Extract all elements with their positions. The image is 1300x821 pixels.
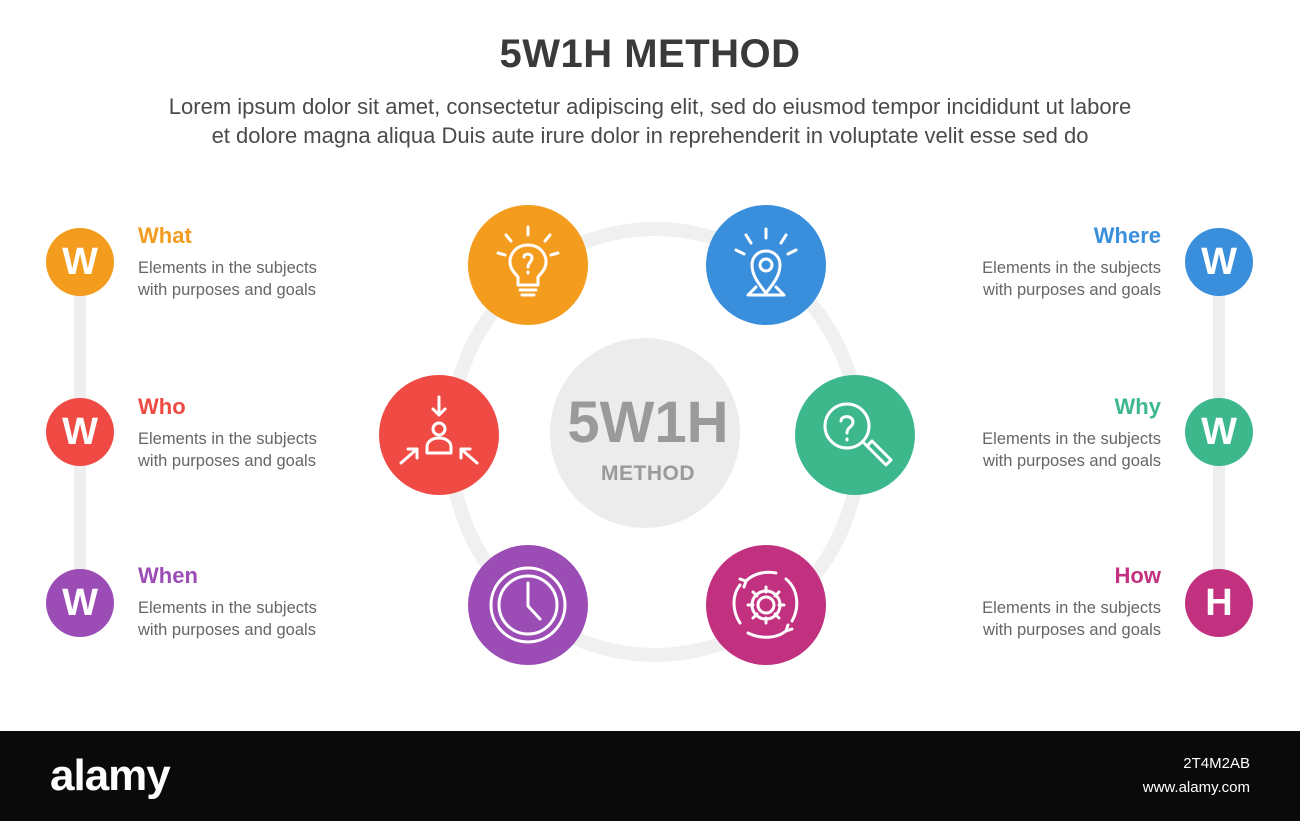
item-desc-line: with purposes and goals	[983, 621, 1161, 639]
question-magnifier-icon	[823, 402, 893, 467]
letter-badge-what: W	[46, 228, 114, 296]
page-title: 5W1H METHOD	[499, 32, 801, 76]
item-desc-line: with purposes and goals	[138, 452, 316, 470]
item-desc-line: with purposes and goals	[138, 281, 316, 299]
item-desc-how: Elements in the subjects with purposes a…	[921, 597, 1161, 641]
item-desc-who: Elements in the subjects with purposes a…	[138, 428, 378, 472]
item-title-where: Where	[1093, 223, 1161, 248]
node-what	[468, 205, 588, 325]
node-how	[706, 545, 826, 665]
node-where	[706, 205, 826, 325]
node-why	[795, 375, 915, 495]
item-title-why: Why	[1114, 394, 1161, 419]
item-desc-line: with purposes and goals	[138, 621, 316, 639]
item-desc-what: Elements in the subjects with purposes a…	[138, 257, 378, 301]
item-title-who: Who	[138, 394, 186, 419]
person-arrows-icon	[399, 395, 479, 465]
footer-image-id: 2T4M2AB	[1183, 755, 1250, 772]
item-desc-line: Elements in the subjects	[982, 259, 1161, 277]
item-desc-line: Elements in the subjects	[138, 430, 317, 448]
item-title-how: How	[1114, 563, 1161, 588]
location-pin-icon	[734, 227, 798, 297]
node-when	[468, 545, 588, 665]
item-desc-line: with purposes and goals	[983, 452, 1161, 470]
gear-cycle-icon	[732, 570, 799, 639]
item-title-when: When	[138, 563, 198, 588]
center-subtitle: METHOD	[601, 462, 695, 485]
letter-badge-how: H	[1185, 569, 1253, 637]
item-desc-line: Elements in the subjects	[138, 259, 317, 277]
node-who	[379, 375, 499, 495]
letter-badge-when: W	[46, 569, 114, 637]
letter-badge-why: W	[1185, 398, 1253, 466]
item-desc-line: with purposes and goals	[983, 281, 1161, 299]
lightbulb-icon	[496, 225, 560, 297]
footer-logo: alamy	[50, 751, 171, 800]
item-desc-when: Elements in the subjects with purposes a…	[138, 597, 378, 641]
item-desc-line: Elements in the subjects	[982, 430, 1161, 448]
subtitle-line: Lorem ipsum dolor sit amet, consectetur …	[168, 94, 1132, 119]
letter-badge-who: W	[46, 398, 114, 466]
item-desc-where: Elements in the subjects with purposes a…	[921, 257, 1161, 301]
clock-icon	[489, 566, 567, 644]
item-title-what: What	[138, 223, 192, 248]
item-desc-line: Elements in the subjects	[138, 599, 317, 617]
center-circle	[550, 338, 740, 528]
footer-bar: alamy 2T4M2AB www.alamy.com	[0, 731, 1300, 821]
item-desc-why: Elements in the subjects with purposes a…	[921, 428, 1161, 472]
page-subtitle: Lorem ipsum dolor sit amet, consectetur …	[60, 92, 1240, 150]
item-desc-line: Elements in the subjects	[982, 599, 1161, 617]
subtitle-line: et dolore magna aliqua Duis aute irure d…	[211, 123, 1089, 148]
center-title: 5W1H	[567, 390, 729, 455]
footer-url: www.alamy.com	[1142, 779, 1250, 796]
letter-badge-where: W	[1185, 228, 1253, 296]
